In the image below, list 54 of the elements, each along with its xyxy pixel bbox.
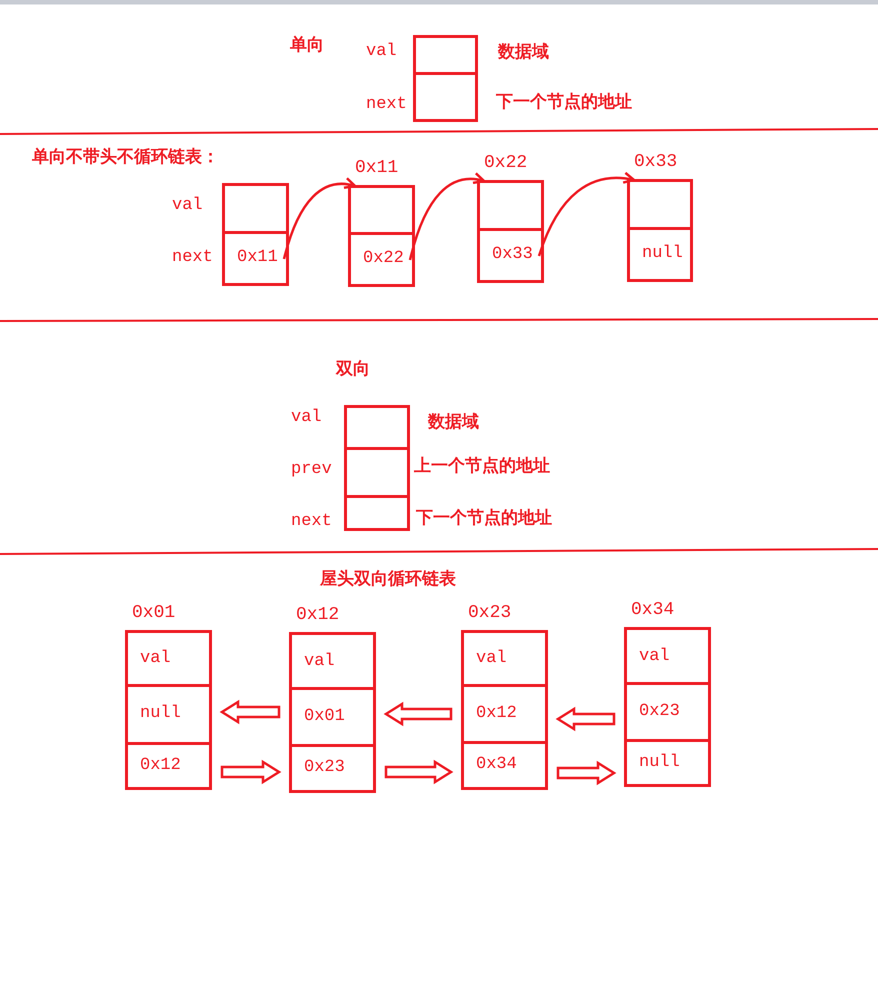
empty-cell: [344, 495, 410, 531]
address-label: 0x12: [296, 605, 340, 625]
empty-cell: [344, 405, 410, 450]
field-cell: null: [627, 740, 708, 784]
field-name: val: [366, 42, 397, 61]
field-description: 数据域: [428, 411, 479, 433]
address-label: 0x01: [132, 603, 176, 623]
field-description: 下一个节点的地址: [416, 507, 552, 529]
field-cell: 0x33: [480, 229, 541, 280]
field-description: 下一个节点的地址: [496, 91, 632, 113]
field-cell: val: [292, 635, 373, 690]
section-heading: 双向: [336, 358, 370, 380]
field-cell: 0x23: [292, 745, 373, 790]
empty-cell: [344, 447, 410, 498]
field-name: val: [291, 408, 322, 427]
address-label: 0x34: [631, 600, 674, 620]
field-name: val: [172, 196, 203, 215]
field-cell: 0x12: [128, 743, 209, 787]
field-name: next: [366, 95, 407, 114]
section-heading: 屋头双向循环链表: [320, 568, 456, 590]
section-heading: 单向: [290, 34, 324, 56]
empty-cell: [413, 72, 478, 122]
block-arrow: [556, 760, 616, 786]
block-arrow: [220, 700, 280, 724]
field-name: next: [291, 512, 332, 531]
field-cell: val: [464, 633, 545, 687]
address-label: 0x11: [355, 158, 398, 178]
field-cell: val: [128, 633, 209, 687]
field-description: 数据域: [498, 41, 549, 63]
field-cell: null: [128, 685, 209, 745]
field-cell: null: [630, 228, 690, 279]
field-cell: 0x22: [351, 233, 412, 284]
curved-arrow: [408, 172, 486, 260]
address-label: 0x33: [634, 152, 678, 172]
block-arrow: [556, 706, 616, 732]
field-cell: 0x12: [464, 685, 545, 744]
block-arrow: [384, 760, 454, 784]
field-cell: 0x34: [464, 742, 545, 787]
curved-arrow: [282, 178, 356, 260]
field-description: 上一个节点的地址: [414, 455, 550, 477]
curved-arrow: [538, 172, 636, 256]
block-arrow: [220, 760, 282, 784]
field-cell: val: [627, 630, 708, 685]
address-label: 0x23: [468, 603, 512, 623]
field-name: prev: [291, 460, 332, 479]
address-label: 0x22: [484, 153, 528, 173]
field-cell: 0x23: [627, 683, 708, 742]
field-cell: 0x01: [292, 688, 373, 747]
field-name: next: [172, 248, 213, 267]
empty-cell: [413, 35, 478, 75]
block-arrow: [384, 702, 452, 726]
section-heading: 单向不带头不循环链表：: [32, 146, 219, 168]
list-node-box: [222, 183, 289, 286]
field-cell: 0x11: [225, 232, 286, 283]
